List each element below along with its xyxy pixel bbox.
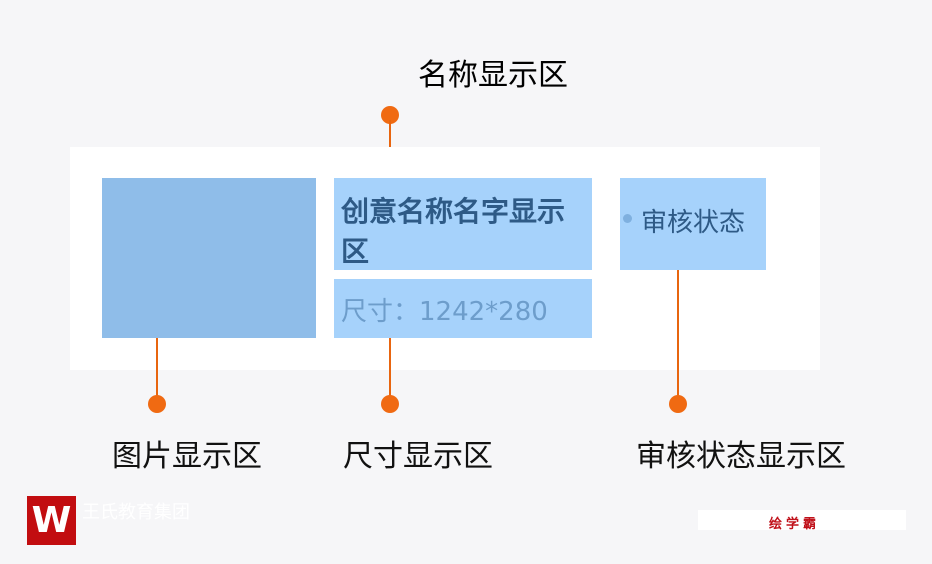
watermark-right-text: 绘学霸: [769, 517, 821, 532]
label-size-area: 尺寸显示区: [343, 439, 493, 474]
creative-name: 创意名称名字显示区: [341, 195, 566, 268]
creative-size: 尺寸：1242*280: [341, 297, 548, 327]
status-text: 审核状态: [641, 208, 746, 238]
status-dot-icon: [623, 214, 632, 223]
image-pointer-line: [156, 338, 158, 398]
status-pointer-line: [677, 270, 679, 398]
label-status-area: 审核状态显示区: [636, 439, 846, 474]
image-display-area: [102, 178, 316, 338]
image-pointer-dot: [148, 395, 166, 413]
status-pointer-dot: [669, 395, 687, 413]
label-image-area: 图片显示区: [112, 439, 262, 474]
name-pointer-dot: [381, 106, 399, 124]
watermark-right-bar: [698, 510, 906, 530]
name-display-area: 创意名称名字显示区: [334, 178, 592, 270]
watermark-left-text: 王氏教育集团: [82, 502, 190, 523]
status-display-area: 审核状态: [620, 178, 766, 270]
size-pointer-line: [389, 338, 391, 398]
watermark-logo: W: [27, 496, 76, 545]
label-name-area: 名称显示区: [418, 58, 568, 93]
size-display-area: 尺寸：1242*280: [334, 279, 592, 338]
size-pointer-dot: [381, 395, 399, 413]
